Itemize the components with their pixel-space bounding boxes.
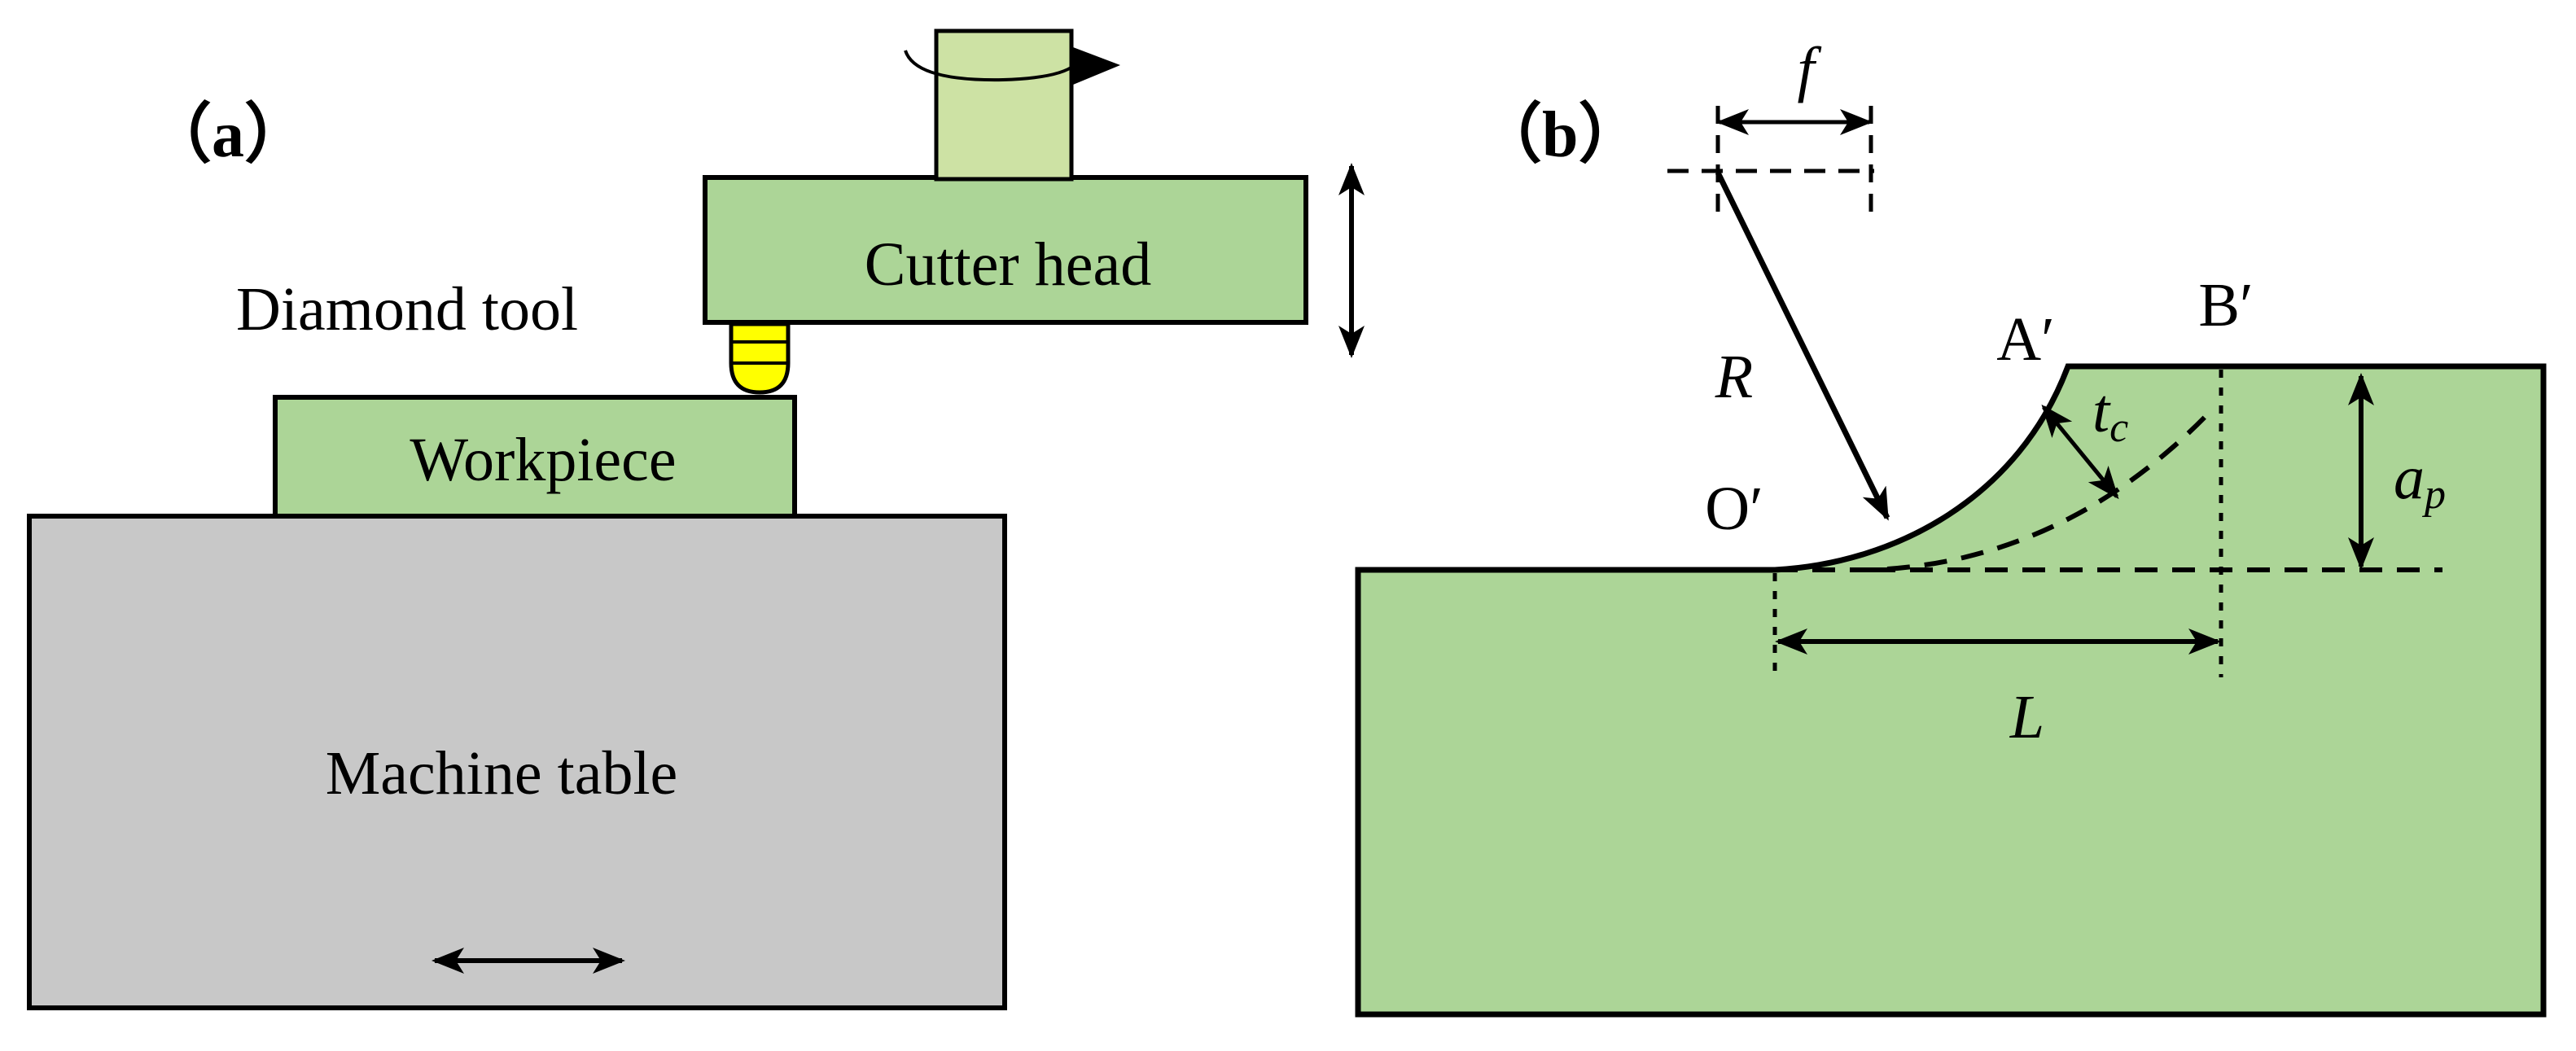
panel-b: （b） f R A′ B′ O′ tc ap L [1355, 35, 2547, 1018]
diamond-tool [729, 322, 791, 395]
point-b-label: B′ [2198, 271, 2253, 339]
point-a-label: A′ [1996, 305, 2055, 374]
depth-label: ap [2394, 444, 2446, 518]
panel-a: （a） Machine table Workpiece Diamond tool… [27, 28, 1365, 1010]
diamond-tool-label: Diamond tool [236, 275, 578, 344]
machine-table [27, 514, 1007, 1010]
spindle [934, 28, 1074, 182]
radius-label: R [1715, 343, 1753, 411]
thickness-arrow [2041, 404, 2119, 500]
cutter-head-label: Cutter head [865, 230, 1151, 299]
workpiece-profile [1355, 363, 2547, 1018]
cutter-head [703, 175, 1308, 325]
radius-arrow [1715, 171, 1890, 521]
workpiece-label: Workpiece [410, 426, 676, 494]
panel-b-label: （b） [1477, 99, 1644, 171]
next-pass-curve [1775, 405, 2217, 572]
rotation-arrow-icon [904, 47, 1120, 85]
point-o-label: O′ [1705, 475, 1763, 543]
panel-a-label: （a） [147, 99, 309, 171]
length-label: L [2009, 683, 2044, 751]
thickness-label: tc [2092, 377, 2128, 451]
feed-label: f [1797, 35, 1821, 103]
workpiece [273, 395, 797, 519]
machine-table-label: Machine table [326, 739, 678, 808]
